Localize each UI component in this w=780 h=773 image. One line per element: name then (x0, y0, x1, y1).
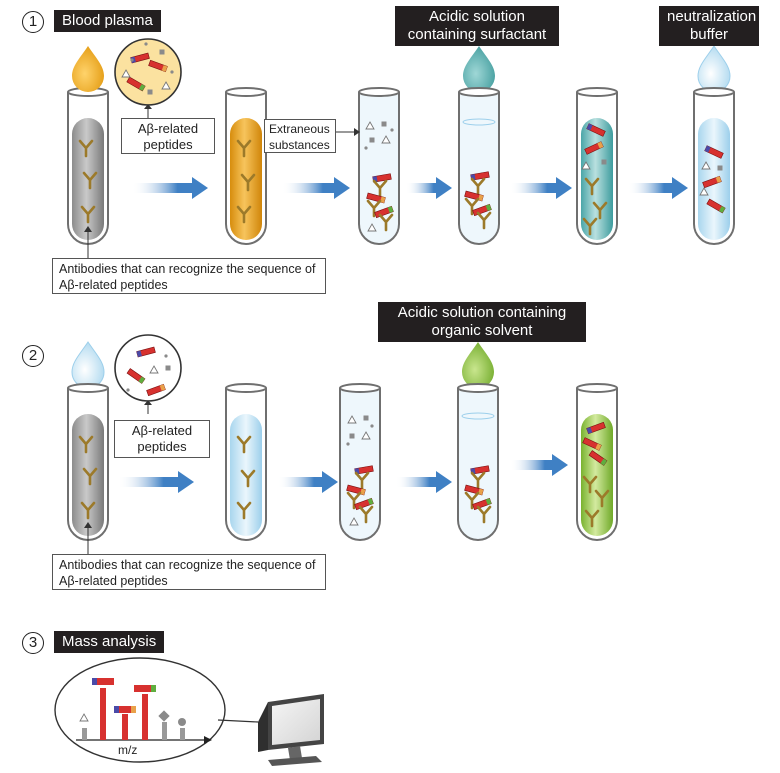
step-number-1: 1 (22, 11, 44, 33)
peptides-callout-2: Aβ-related peptides (114, 420, 210, 458)
step-number-3: 3 (22, 632, 44, 654)
organic-solvent-drop-icon (462, 342, 494, 388)
antibodies-callout-2: Antibodies that can recognize the sequen… (52, 554, 326, 590)
step-number-2: 2 (22, 345, 44, 367)
surfactant-drop-icon (463, 46, 495, 92)
process-arrow (510, 454, 568, 476)
process-arrow (132, 177, 208, 199)
tube-washed (458, 87, 500, 245)
neutralization-buffer-label: neutralization buffer (659, 6, 759, 46)
tube-antibodies-2 (67, 383, 109, 541)
tube-plasma-mixed (225, 87, 267, 245)
process-arrow (278, 471, 338, 493)
peptide-magnifier-2 (114, 334, 182, 402)
process-arrow (510, 177, 572, 199)
tube-bound-complex-2 (339, 383, 381, 541)
tube-bound-complex (358, 87, 400, 245)
tube-sample-mixed (225, 383, 267, 541)
computer-monitor-icon (258, 694, 324, 766)
peptide-magnifier-1 (114, 38, 182, 106)
peptides-callout-1: Aβ-related peptides (121, 118, 215, 154)
tube-antibodies-1 (67, 87, 109, 245)
tube-washed-2 (457, 383, 499, 541)
tube-surfactant-eluted (576, 87, 618, 245)
mz-axis-label: m/z (118, 743, 138, 757)
process-arrow (118, 471, 194, 493)
mass-spectrum-bubble (54, 657, 226, 763)
process-arrow (406, 177, 452, 199)
antibodies-callout-1: Antibodies that can recognize the sequen… (52, 258, 326, 294)
extraneous-substances-callout: Extraneous substances (264, 119, 336, 153)
sample-drop-icon (71, 341, 105, 389)
tube-organic-eluted (576, 383, 618, 541)
mass-analysis-label: Mass analysis (54, 631, 165, 653)
process-arrow (628, 177, 688, 199)
plasma-drop-icon (72, 46, 104, 92)
buffer-drop-icon (697, 45, 731, 93)
process-arrow (396, 471, 452, 493)
process-arrow (282, 177, 350, 199)
organic-solvent-reagent-label: Acidic solution containing organic solve… (378, 302, 586, 342)
tube-neutralized (693, 87, 735, 245)
blood-plasma-label: Blood plasma (54, 10, 161, 32)
surfactant-reagent-label: Acidic solution containing surfactant (395, 6, 559, 46)
